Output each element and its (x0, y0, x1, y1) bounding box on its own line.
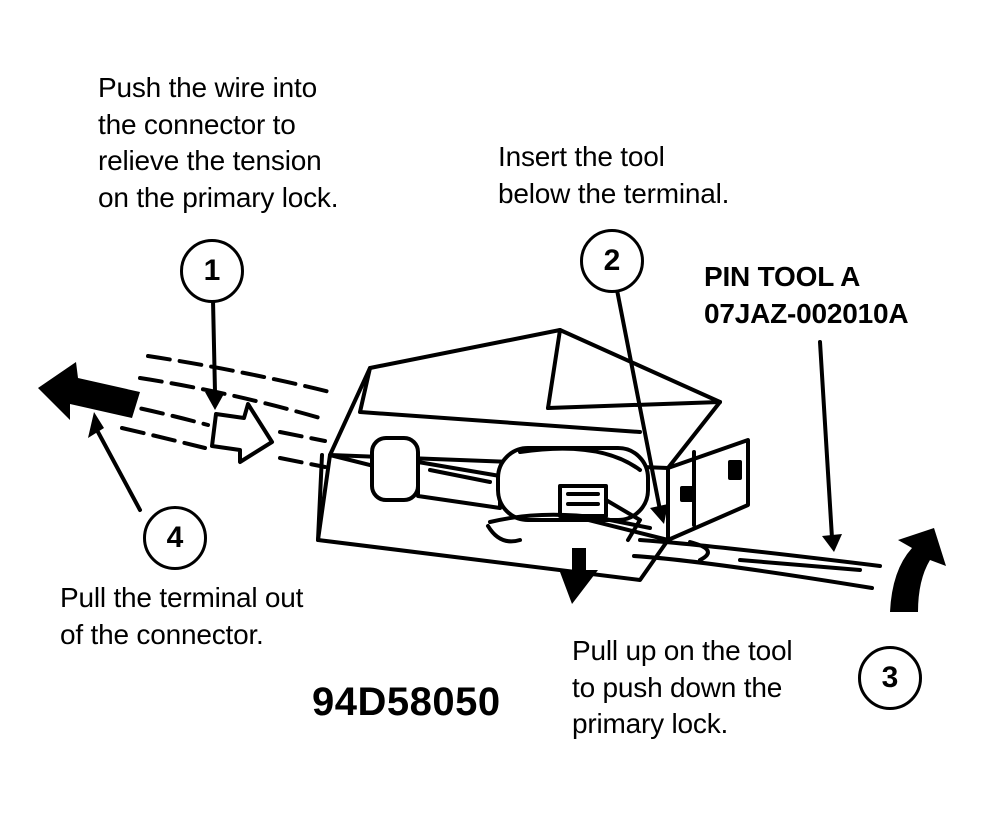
step-2-line: below the terminal. (498, 177, 730, 209)
pull-up-arrow (890, 528, 946, 612)
lock-down-arrow (560, 548, 598, 604)
terminal (370, 436, 650, 542)
step-4-line: Pull the terminal out (60, 582, 304, 613)
step-1-line: the connector to (98, 108, 296, 140)
step-1-instruction: Push the wire into the connector to reli… (98, 70, 339, 216)
motion-lines (108, 354, 332, 469)
step-1-line: relieve the tension (98, 145, 322, 176)
step-1-line: Push the wire into (98, 72, 317, 103)
step-1-callout: 1 (180, 239, 244, 303)
step-3-line: to push down the (572, 671, 783, 703)
step-3-instruction: Pull up on the tool to push down the pri… (572, 633, 793, 743)
pull-out-arrow (38, 362, 140, 420)
tool-name: PIN TOOL A (704, 261, 861, 292)
step-2-instruction: Insert the tool below the terminal. (498, 139, 729, 212)
leader-lines (96, 288, 834, 540)
step-2-line: Insert the tool (498, 141, 665, 172)
tool-part-number: 07JAZ-002010A (704, 297, 909, 329)
step-3-line: Pull up on the tool (572, 635, 793, 666)
tool-label: PIN TOOL A 07JAZ-002010A (704, 259, 909, 332)
pin-tool (486, 512, 862, 572)
step-4-instruction: Pull the terminal out of the connector. (60, 580, 303, 653)
step-4-callout: 4 (143, 506, 207, 570)
leader-arrowheads (88, 392, 842, 552)
step-1-line: on the primary lock. (98, 181, 339, 213)
step-3-line: primary lock. (572, 708, 729, 739)
step-2-callout: 2 (580, 229, 644, 293)
step-3-callout: 3 (858, 646, 922, 710)
push-arrow (210, 402, 274, 464)
wire (632, 538, 882, 590)
figure-code: 94D58050 (312, 680, 501, 724)
step-4-line: of the connector. (60, 618, 264, 650)
